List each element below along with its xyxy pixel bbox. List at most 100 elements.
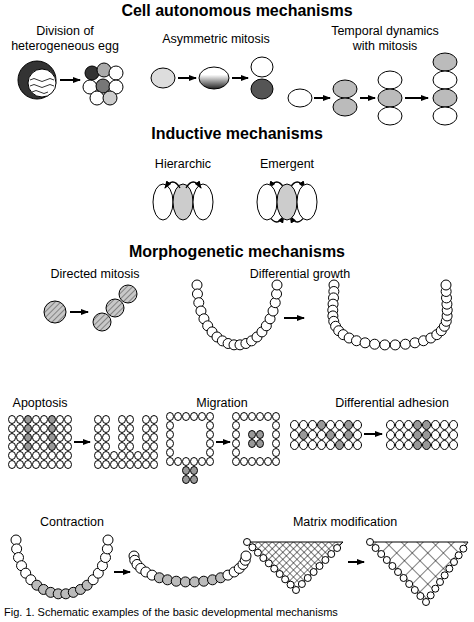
cell [143,461,150,469]
cell [297,184,317,220]
cell [143,452,150,460]
cell [288,89,312,107]
cell [175,458,182,466]
arrow [60,79,80,81]
cell [151,452,158,460]
cell [241,551,251,561]
cell [119,434,126,442]
cell [282,576,289,583]
cell [143,443,150,451]
cell [167,422,174,430]
cell [265,560,272,567]
cell [318,441,326,450]
cell [207,413,214,421]
cell [103,443,110,451]
cell [437,579,444,586]
cell [25,452,32,460]
cell [334,545,341,552]
cell [191,467,198,475]
cell [191,413,198,421]
cell [119,416,126,424]
cell [333,80,357,98]
cell [390,340,400,350]
cell [151,425,158,433]
cell [25,425,32,433]
cell [25,461,32,469]
cell [127,416,134,424]
cell [372,545,379,552]
cell [291,431,299,440]
cell [254,549,261,556]
cell [441,431,449,440]
cell [151,434,158,442]
cell [432,431,440,440]
arrow [284,317,304,319]
arrow [314,97,330,99]
cell [95,452,102,460]
cell [383,557,390,564]
cell [233,413,240,421]
polarized-cell [199,67,229,89]
cell [57,461,64,469]
cell [199,458,206,466]
cell [49,443,56,451]
cell [257,458,264,466]
cell [327,421,335,430]
cell [193,184,213,220]
cell [336,441,344,450]
cell [378,89,402,107]
cell [41,416,48,424]
cell [151,68,175,88]
cell [273,431,280,439]
arrow [348,561,364,563]
cell [135,452,142,460]
cell [378,107,402,125]
cell [273,458,280,466]
cell [405,431,413,440]
cell [241,413,248,421]
cell [271,565,278,572]
cell [143,416,150,424]
cell [103,91,117,105]
cell [173,184,193,220]
cell [322,557,329,564]
cell [378,551,385,558]
cell [233,422,240,430]
cell [433,53,457,71]
cell [57,434,64,442]
cell [287,581,294,588]
arrow [216,441,230,443]
cell [328,551,335,558]
cell [433,107,457,125]
cell [33,461,40,469]
cell [167,431,174,439]
cell [406,581,413,588]
cell [103,535,113,545]
cell [183,413,190,421]
cell [310,569,317,576]
cell [167,449,174,457]
cell [257,184,277,220]
cell [57,443,64,451]
cell [273,440,280,448]
cell [33,434,40,442]
cell [49,452,56,460]
mechanism-label: Hierarchic [133,157,233,172]
cell [293,587,300,594]
cell [17,443,24,451]
cell [433,89,457,107]
cell [153,184,173,220]
cell [441,421,449,430]
cell [370,339,380,349]
cell [309,441,317,450]
cell [336,421,344,430]
cell [49,416,56,424]
cell [167,458,174,466]
cell [17,416,24,424]
cell [354,431,362,440]
cell [17,425,24,433]
cell [432,585,439,592]
cell [389,563,396,570]
cell [9,425,16,433]
